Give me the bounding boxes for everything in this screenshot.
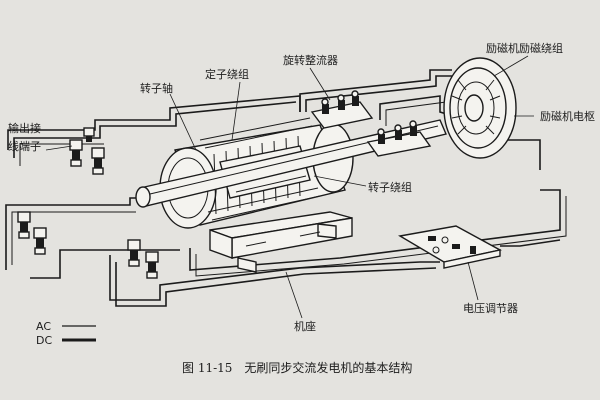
leader-lines xyxy=(45,55,534,319)
regulator-components xyxy=(428,236,476,254)
diode-icon xyxy=(321,98,329,114)
label-rotor-winding: 转子绕组 xyxy=(368,180,412,194)
label-machine-base: 机座 xyxy=(294,319,316,333)
terminal-icon xyxy=(69,139,83,167)
rotating-rectifier xyxy=(310,90,432,157)
label-stator-winding: 定子绕组 xyxy=(205,67,249,81)
output-terminals-upper xyxy=(69,127,105,175)
terminal-icon xyxy=(17,211,31,239)
label-voltage-regulator: 电压调节器 xyxy=(463,302,518,315)
voltage-regulator xyxy=(398,225,502,269)
diode-icon xyxy=(394,124,402,140)
terminal-icon xyxy=(83,127,95,142)
label-rotating-rectifier: 旋转整流器 xyxy=(283,53,338,67)
label-exciter-windings: 励磁机励磁绕组 xyxy=(486,41,563,55)
output-terminals-lower xyxy=(17,211,159,279)
legend-dc-label: DC xyxy=(36,334,52,347)
machine-base xyxy=(209,211,353,273)
diode-icon xyxy=(377,128,385,144)
legend-ac-label: AC xyxy=(36,320,51,333)
legend: AC DC xyxy=(36,320,96,347)
terminal-icon xyxy=(145,251,159,279)
label-output-terminal-line2: 线端子 xyxy=(8,139,41,153)
exciter xyxy=(443,57,517,159)
diode-icon xyxy=(337,94,345,110)
terminal-icon xyxy=(127,239,141,267)
exciter-poles xyxy=(451,79,501,135)
terminal-icon xyxy=(33,227,47,255)
diode-icon xyxy=(409,120,417,136)
figure-caption: 图 11-15 无刷同步交流发电机的基本结构 xyxy=(182,360,412,375)
diode-icon xyxy=(351,90,359,106)
label-rotor-shaft: 转子轴 xyxy=(140,81,173,95)
label-exciter-frame: 励磁机电枢 xyxy=(540,109,595,123)
label-output-terminal-line1: 输出接 xyxy=(8,121,41,135)
terminal-icon xyxy=(91,147,105,175)
